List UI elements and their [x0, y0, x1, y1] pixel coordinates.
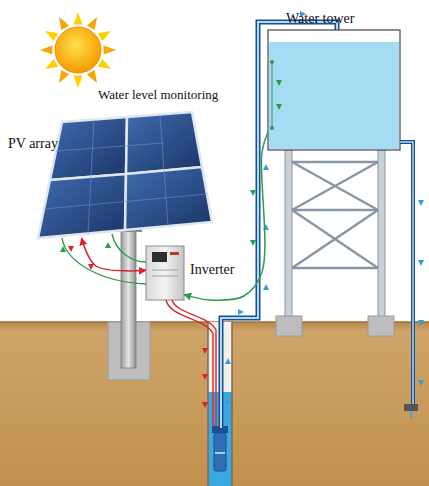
panel-cell-line [44, 194, 207, 209]
green-wire [112, 234, 146, 262]
solar-panel [38, 174, 126, 238]
connector-line [82, 238, 147, 271]
inverter-indicator [170, 252, 179, 255]
flow-arrow [263, 284, 269, 290]
sun-ray [104, 46, 116, 55]
flow-arrow [418, 320, 424, 326]
flow-arrow [418, 200, 424, 206]
flow-arrow [225, 358, 231, 364]
flow-arrow [263, 224, 269, 230]
inverter-node: Inverter [146, 246, 184, 300]
sun-ray [59, 17, 69, 30]
concrete-footing [368, 316, 394, 336]
submersible-pump [214, 433, 226, 471]
tower-brace [292, 267, 378, 270]
sun [55, 27, 101, 73]
annotation-label: Water level monitoring [98, 87, 268, 102]
inverter-body [146, 246, 184, 300]
sun-ray [87, 70, 97, 83]
flow-arrow [105, 242, 111, 248]
inverter-panel-line [152, 270, 178, 271]
sun-ray [98, 59, 111, 69]
flow-arrow [418, 260, 424, 266]
panel-array-node: PV array [38, 112, 212, 238]
sun-ray [59, 70, 69, 83]
tank-water [269, 42, 399, 149]
water-drip [410, 411, 412, 418]
flow-arrow [202, 374, 208, 380]
tower-brace [292, 210, 378, 268]
sun-ray [45, 31, 58, 41]
flow-arrow [60, 246, 66, 252]
sun-ray [87, 17, 97, 30]
outlet-pipe-core [400, 142, 413, 404]
power-cable [166, 300, 213, 428]
flow-arrow [68, 246, 74, 252]
tower-brace [292, 210, 378, 268]
mounting-pole [121, 228, 136, 368]
green-wire [62, 238, 146, 284]
sun-ray [98, 31, 111, 41]
pump-band [215, 452, 225, 454]
flow-arrow [250, 190, 256, 196]
flow-arrow [276, 80, 282, 86]
water-tank [268, 30, 400, 150]
sensor-wire [272, 62, 273, 128]
tower-brace [292, 162, 378, 210]
node-title: PV array [8, 136, 88, 152]
flow-arrow [202, 402, 208, 408]
tower-leg [378, 150, 385, 322]
sun-ray [74, 76, 83, 88]
sun-ray [74, 12, 83, 24]
tower-leg [285, 150, 292, 322]
tower-brace [292, 161, 378, 164]
flow-arrow [250, 240, 256, 246]
node-title: Inverter [190, 262, 270, 278]
tower-brace [292, 162, 378, 210]
inverter-display [152, 252, 167, 262]
flow-arrow [202, 348, 208, 354]
ground [0, 322, 429, 486]
flow-arrow [238, 309, 244, 315]
flow-arrow [276, 104, 282, 110]
flow-arrow [225, 398, 231, 404]
tower-brace [292, 209, 378, 212]
sun-ray [45, 59, 58, 69]
water-tap [404, 404, 418, 411]
flow-arrow [263, 164, 269, 170]
panel-cell-line [88, 120, 94, 234]
well-wall [207, 322, 209, 486]
solar-panel [125, 167, 212, 230]
power-cable [172, 300, 216, 428]
outlet-pipe [400, 142, 413, 404]
panel-cell-line [160, 115, 168, 226]
concrete-footing [276, 316, 302, 336]
panel-cell-line [56, 143, 164, 151]
flow-arrow [88, 264, 94, 270]
inverter-panel-line [152, 276, 178, 277]
well-wall [231, 322, 233, 486]
tank-node: Water tower [268, 30, 400, 150]
node-title: Water tower [286, 11, 396, 27]
flow-arrow [418, 380, 424, 386]
sun-ray [40, 46, 52, 55]
